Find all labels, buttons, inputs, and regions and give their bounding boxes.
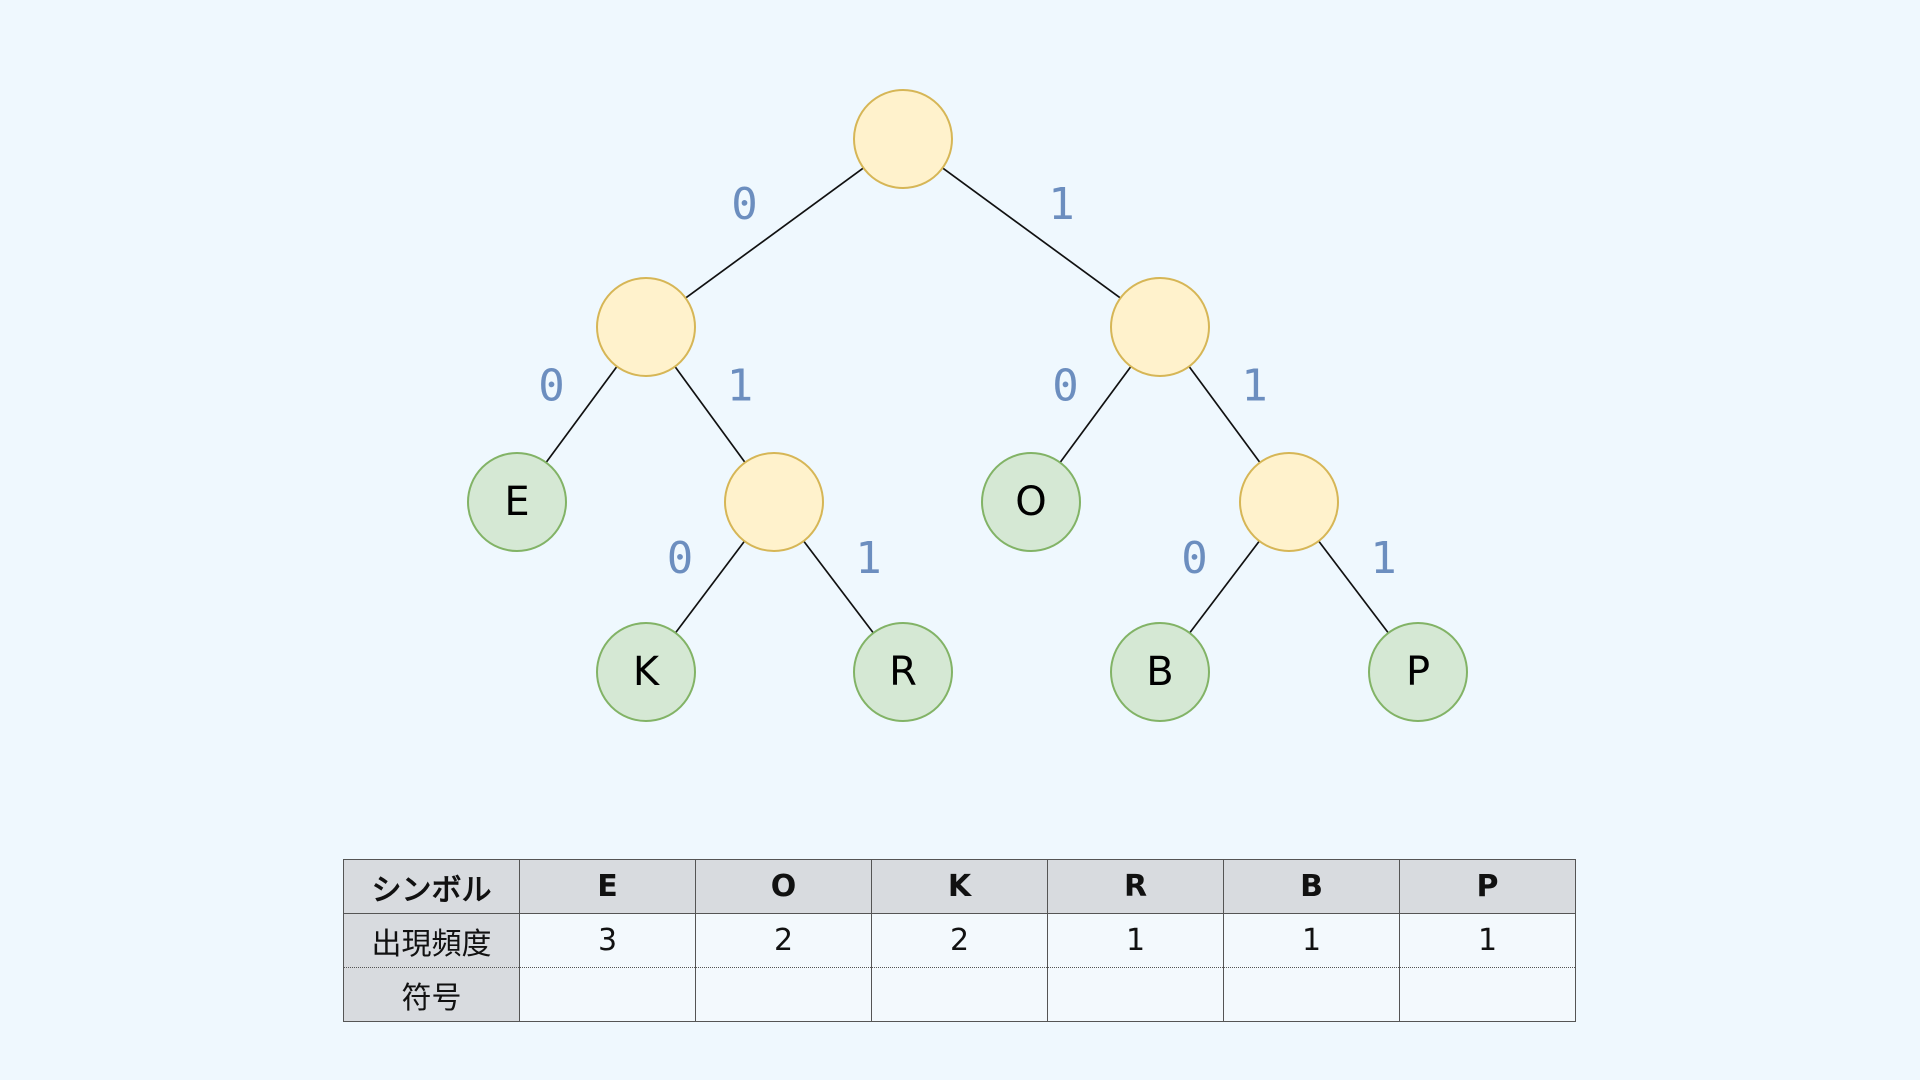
code-cell: [1047, 967, 1224, 1022]
code-cell: [1223, 967, 1400, 1022]
tree-edge: [685, 167, 864, 299]
symbol-cell: B: [1223, 859, 1400, 914]
code-row-label: 符号: [343, 967, 520, 1022]
internal-node: [596, 277, 696, 377]
edge-bit-label: 0: [731, 179, 758, 230]
frequency-cell: 1: [1223, 913, 1400, 968]
edge-bit-label: 1: [727, 361, 754, 412]
frequency-row-label: 出現頻度: [343, 913, 520, 968]
internal-node: [1110, 277, 1210, 377]
symbol-cell: E: [519, 859, 696, 914]
frequency-cell: 2: [695, 913, 872, 968]
frequency-cell: 2: [871, 913, 1048, 968]
symbol-cell: P: [1399, 859, 1576, 914]
tree-edge: [1188, 540, 1261, 634]
frequency-row: 出現頻度 3 2 2 1 1 1: [343, 913, 1576, 968]
tree-edge: [1188, 365, 1261, 464]
code-cell: [1399, 967, 1576, 1022]
internal-node: [724, 452, 824, 552]
symbol-cell: R: [1047, 859, 1224, 914]
edge-bit-label: 1: [855, 533, 882, 584]
symbol-row-label: シンボル: [343, 859, 520, 914]
leaf-node: [981, 452, 1081, 552]
frequency-cell: 1: [1047, 913, 1224, 968]
leaf-node: [853, 622, 953, 722]
leaf-symbol-label: R: [889, 649, 917, 695]
edge-bit-label: 0: [538, 361, 565, 412]
internal-node: [1239, 452, 1339, 552]
edge-bit-label: 1: [1241, 361, 1268, 412]
frequency-cell: 1: [1399, 913, 1576, 968]
code-cell: [695, 967, 872, 1022]
leaf-symbol-label: P: [1406, 649, 1430, 695]
tree-edge: [802, 540, 875, 634]
code-cell: [519, 967, 696, 1022]
edge-bit-label: 0: [667, 533, 694, 584]
leaf-symbol-label: E: [504, 479, 529, 525]
leaf-node: [596, 622, 696, 722]
leaf-symbol-label: K: [633, 649, 661, 695]
tree-edge: [674, 540, 746, 634]
leaf-node: [467, 452, 567, 552]
tree-edge: [545, 365, 618, 464]
tree-edge: [1317, 540, 1390, 634]
leaf-symbol-label: B: [1146, 649, 1173, 695]
code-row: 符号: [343, 967, 1576, 1022]
leaf-node: [1110, 622, 1210, 722]
code-table: シンボル E O K R B P 出現頻度 3 2 2 1 1 1 符号: [343, 859, 1576, 1022]
internal-node: [853, 89, 953, 189]
tree-edge: [674, 366, 746, 463]
leaf-symbol-label: O: [1015, 479, 1046, 525]
code-cell: [871, 967, 1048, 1022]
edge-bit-label: 0: [1181, 533, 1208, 584]
tree-edge: [942, 167, 1121, 299]
symbol-cell: K: [871, 859, 1048, 914]
table-header-row: シンボル E O K R B P: [343, 859, 1576, 914]
edge-bit-label: 0: [1052, 361, 1079, 412]
frequency-cell: 3: [519, 913, 696, 968]
tree-edge: [1059, 365, 1132, 464]
leaf-node: [1368, 622, 1468, 722]
edge-bit-label: 1: [1370, 533, 1397, 584]
symbol-cell: O: [695, 859, 872, 914]
edge-bit-label: 1: [1048, 179, 1075, 230]
